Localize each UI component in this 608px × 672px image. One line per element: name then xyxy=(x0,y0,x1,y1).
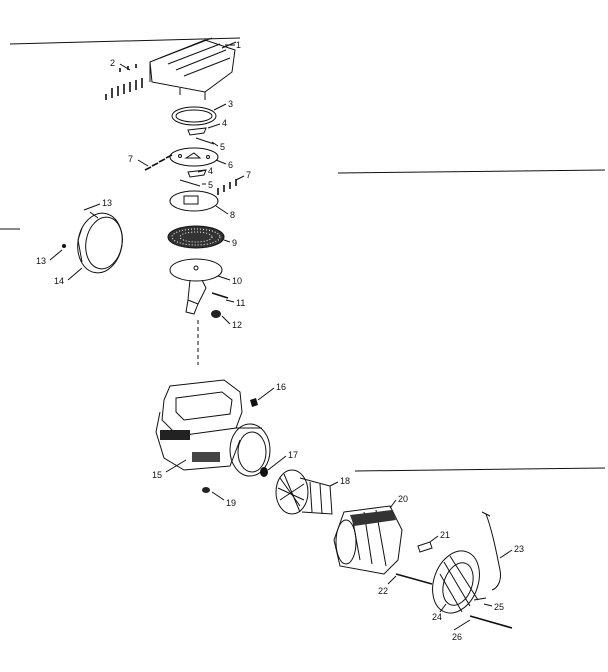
part-label: 17 xyxy=(288,450,298,460)
part-end-bell xyxy=(432,550,480,614)
part-plug-19 xyxy=(202,487,210,493)
part-label: 20 xyxy=(398,494,408,504)
part-stator xyxy=(333,505,403,575)
part-nut xyxy=(211,310,221,318)
part-label: 8 xyxy=(230,210,235,220)
part-end-cover xyxy=(62,211,123,274)
part-label: 14 xyxy=(54,276,64,286)
part-diaphragm-mesh xyxy=(167,225,225,249)
part-label: 13 xyxy=(102,198,112,208)
part-label: 10 xyxy=(232,276,242,286)
part-label: 25 xyxy=(494,602,504,612)
part-valve-plate xyxy=(169,147,219,167)
part-label: 26 xyxy=(452,632,462,642)
part-label: 7 xyxy=(128,154,133,164)
part-labels: 1 2 3 4 5 6 7 4 5 7 8 9 10 11 12 13 13 1… xyxy=(36,40,524,642)
part-label: 1 xyxy=(236,40,241,50)
part-through-bolt xyxy=(395,573,433,585)
part-label: 13 xyxy=(36,256,46,266)
part-bolts xyxy=(105,64,143,100)
part-label: 16 xyxy=(276,382,286,392)
part-label: 4 xyxy=(222,118,227,128)
part-power-cord xyxy=(481,511,501,591)
part-screws-left xyxy=(144,154,173,171)
part-diaphragm-plate xyxy=(169,190,219,212)
part-gasket xyxy=(171,106,217,126)
part-label: 6 xyxy=(228,160,233,170)
part-label: 23 xyxy=(514,544,524,554)
part-connecting-rod xyxy=(169,258,223,315)
part-clip-21 xyxy=(417,541,433,553)
border-lines xyxy=(0,37,606,472)
part-plug-16 xyxy=(250,398,258,407)
part-label: 15 xyxy=(152,470,162,480)
part-label: 9 xyxy=(232,238,237,248)
part-screws-right xyxy=(217,179,237,195)
part-label: 21 xyxy=(440,530,450,540)
part-rotor-fan xyxy=(275,469,333,515)
part-crankcase xyxy=(155,379,271,477)
part-head-cover xyxy=(149,37,236,100)
part-label: 19 xyxy=(226,498,236,508)
part-label: 12 xyxy=(232,320,242,330)
part-set-screw xyxy=(211,292,229,299)
part-valve-reed-upper xyxy=(187,127,215,145)
part-label: 5 xyxy=(220,142,225,152)
part-label: 22 xyxy=(378,586,388,596)
part-rod xyxy=(469,615,513,629)
part-label: 11 xyxy=(236,298,245,308)
part-clip-25 xyxy=(473,597,487,601)
part-label: 4 xyxy=(208,166,213,176)
part-label: 7 xyxy=(246,170,251,180)
part-washer-17 xyxy=(260,467,268,477)
leader-lines xyxy=(49,41,513,631)
part-label: 2 xyxy=(110,58,115,68)
part-label: 5 xyxy=(208,180,213,190)
part-valve-reed-lower xyxy=(179,169,207,187)
part-label: 18 xyxy=(340,476,350,486)
part-label: 24 xyxy=(432,612,442,622)
part-label: 3 xyxy=(228,99,233,109)
